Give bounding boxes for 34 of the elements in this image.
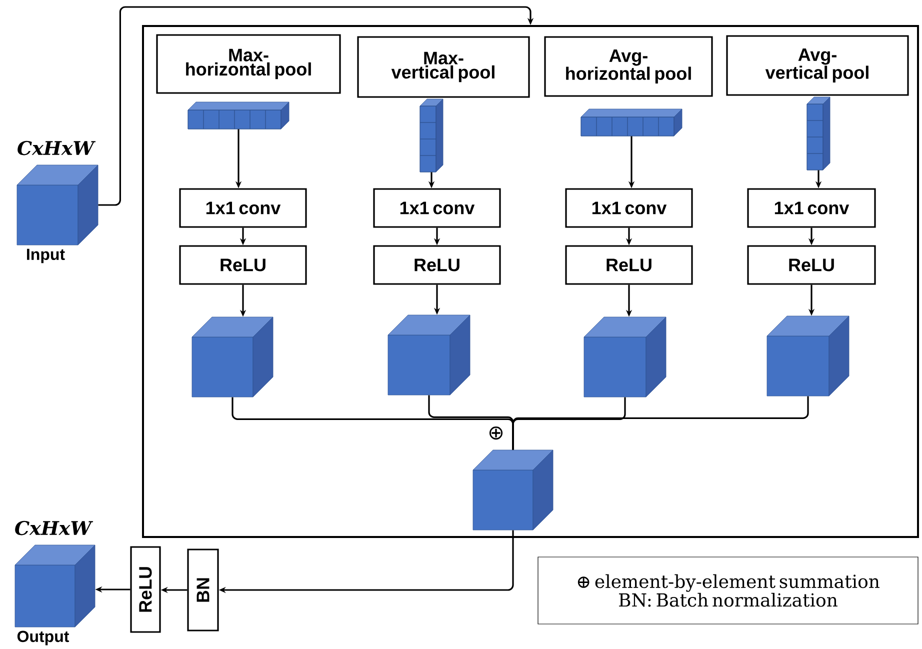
- pooling-box: Avg-vertical pool: [726, 35, 909, 96]
- feature-cube: [192, 316, 274, 398]
- connector-line: [512, 396, 809, 450]
- relu-box: ReLU: [179, 245, 307, 285]
- pooled-feature-strip: [188, 102, 290, 130]
- relu-box: ReLU: [130, 546, 161, 633]
- pooled-feature-strip: [420, 98, 444, 172]
- pooling-box: Max-vertical pool: [357, 36, 530, 98]
- conv-box: 1x1 conv: [747, 188, 876, 228]
- sum-symbol: ⊕: [489, 426, 503, 440]
- feature-cube: [388, 314, 470, 396]
- tensor-size-label: CxHxW: [18, 140, 96, 156]
- bn-box: BN: [187, 548, 219, 632]
- cube-caption: Output: [17, 630, 70, 646]
- legend-box: ⊕ element-by-element summation BN: Batch normalization: [538, 556, 918, 624]
- pooled-feature-strip: [580, 108, 682, 136]
- relu-box: ReLU: [747, 245, 876, 285]
- feature-cube: [472, 450, 554, 530]
- conv-box: 1x1 conv: [565, 188, 693, 228]
- module-frame: [142, 25, 919, 538]
- pooled-feature-strip: [806, 96, 830, 170]
- feature-cube: [16, 164, 98, 246]
- relu-box: ReLU: [565, 245, 693, 285]
- pooling-box: Avg-horizontal pool: [544, 36, 713, 97]
- feature-cube: [584, 316, 666, 398]
- relu-box: ReLU: [373, 245, 501, 285]
- cube-caption: Input: [27, 248, 65, 264]
- conv-box: 1x1 conv: [373, 188, 501, 228]
- arrow: [98, 6, 534, 206]
- pooling-box: Max-horizontal pool: [156, 34, 341, 94]
- conv-box: 1x1 conv: [179, 188, 307, 228]
- feature-cube: [14, 544, 96, 628]
- tensor-size-label: CxHxW: [15, 520, 94, 536]
- feature-cube: [766, 316, 850, 396]
